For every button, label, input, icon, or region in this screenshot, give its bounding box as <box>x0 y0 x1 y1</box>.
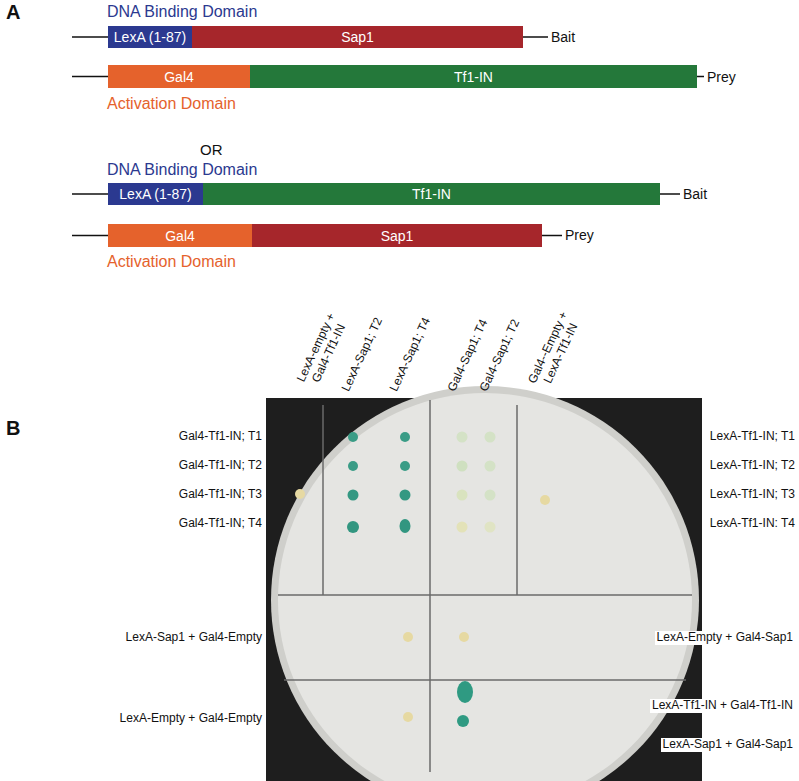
domain-name: Tf1-IN <box>412 186 451 202</box>
tf1-in-box: Tf1-IN <box>250 65 697 88</box>
domain-caption: Activation Domain <box>107 95 236 113</box>
row-label: LexA-Tf1-IN; T3 <box>710 488 795 502</box>
gal4-domain-box: Gal4 <box>108 65 250 88</box>
row-label: LexA-Tf1-IN; T1 <box>710 430 795 444</box>
domain-name: Gal4 <box>164 69 194 85</box>
row-label: LexA-Empty + Gal4-Sap1 <box>655 631 795 645</box>
lexa-domain-box: LexA (1-87) <box>108 183 203 205</box>
construct-label: Bait <box>551 29 575 45</box>
or-label: OR <box>200 141 223 158</box>
panel-letter: A <box>6 1 20 24</box>
row-label: Gal4-Tf1-IN; T3 <box>179 488 262 502</box>
row-label: LexA-Sap1 + Gal4-Empty <box>126 631 262 645</box>
tf1-in-box: Tf1-IN <box>203 183 660 205</box>
row-label: LexA-Tf1-IN; T2 <box>710 459 795 473</box>
row-label: LexA-Sap1 + Gal4-Sap1 <box>661 738 795 752</box>
plate-photo <box>266 386 702 781</box>
construct-label: Prey <box>565 227 594 243</box>
row-label: Gal4-Tf1-IN; T2 <box>179 459 262 473</box>
domain-caption: Activation Domain <box>107 253 236 271</box>
column-header: LexA-Sap1; T4 <box>387 316 433 394</box>
gal4-domain-box: Gal4 <box>108 224 252 247</box>
domain-caption: DNA Binding Domain <box>107 3 257 21</box>
sap1-box: Sap1 <box>252 224 542 247</box>
domain-name: Sap1 <box>341 29 374 45</box>
domain-name: LexA (1-87) <box>119 186 191 202</box>
row-label: LexA-Tf1-IN: T4 <box>710 517 795 531</box>
row-label: LexA-Tf1-IN + Gal4-Tf1-IN <box>650 699 795 713</box>
domain-name: Tf1-IN <box>454 69 493 85</box>
domain-name: LexA (1-87) <box>114 29 186 45</box>
plasmid-lines <box>72 37 704 236</box>
row-label: Gal4-Tf1-IN; T4 <box>179 517 262 531</box>
domain-name: Sap1 <box>381 228 414 244</box>
domain-name: Gal4 <box>165 228 195 244</box>
sap1-box: Sap1 <box>192 26 523 48</box>
domain-caption: DNA Binding Domain <box>107 161 257 179</box>
construct-label: Prey <box>707 69 736 85</box>
row-label: Gal4-Tf1-IN; T1 <box>179 430 262 444</box>
row-label: LexA-Empty + Gal4-Empty <box>120 712 262 726</box>
construct-label: Bait <box>683 186 707 202</box>
lexa-domain-box: LexA (1-87) <box>108 26 192 48</box>
panel-letter: B <box>6 417 20 440</box>
column-header: Gal4--Empty + LexA-Tf1-IN <box>525 308 585 394</box>
